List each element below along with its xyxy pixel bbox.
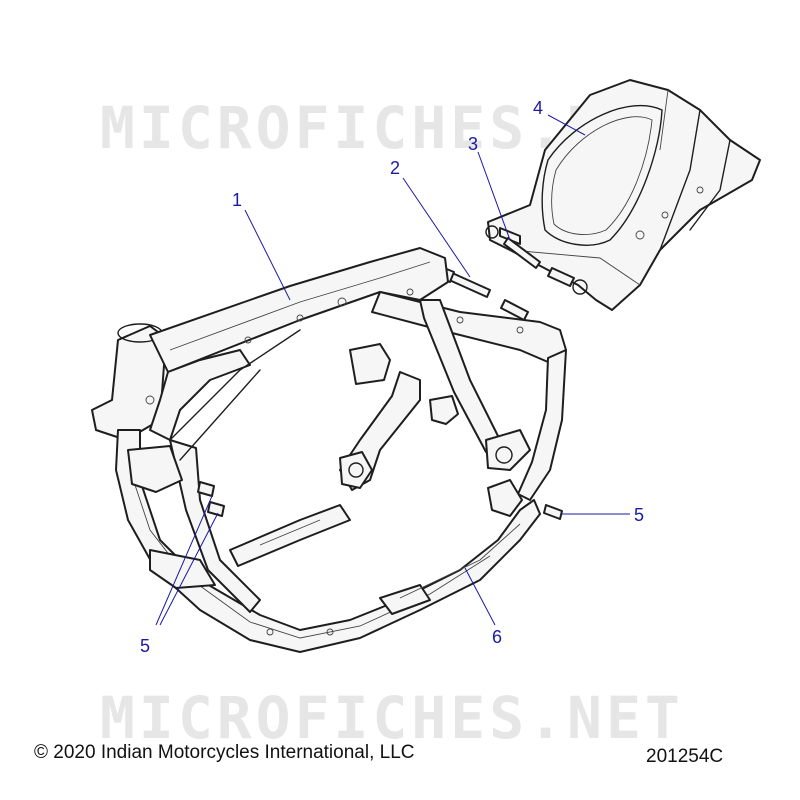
leader-3 bbox=[477, 151, 511, 241]
callout-5-right: 5 bbox=[634, 505, 644, 525]
leader-2 bbox=[402, 177, 471, 278]
leader-1 bbox=[244, 209, 291, 301]
rear-lower-rail bbox=[399, 523, 521, 599]
diagram-code: 201254C bbox=[646, 746, 724, 767]
watermark-bottom: MICROFICHES.NET bbox=[100, 684, 684, 752]
leader-5-left-b bbox=[159, 512, 219, 626]
callout-1: 1 bbox=[232, 190, 242, 210]
main-frame bbox=[91, 247, 567, 653]
callout-2: 2 bbox=[390, 158, 400, 178]
leader-4 bbox=[547, 114, 586, 136]
subframe-bolts bbox=[499, 227, 575, 287]
callout-5-left: 5 bbox=[140, 636, 150, 656]
callout-3: 3 bbox=[468, 134, 478, 154]
leader-lines bbox=[155, 114, 630, 626]
leader-5-left-a bbox=[155, 495, 213, 626]
rear-subframe bbox=[485, 79, 761, 311]
leader-6 bbox=[464, 567, 496, 626]
callout-4: 4 bbox=[533, 98, 543, 118]
callout-6: 6 bbox=[492, 627, 502, 647]
copyright-notice: © 2020 Indian Motorcycles International,… bbox=[34, 742, 415, 763]
